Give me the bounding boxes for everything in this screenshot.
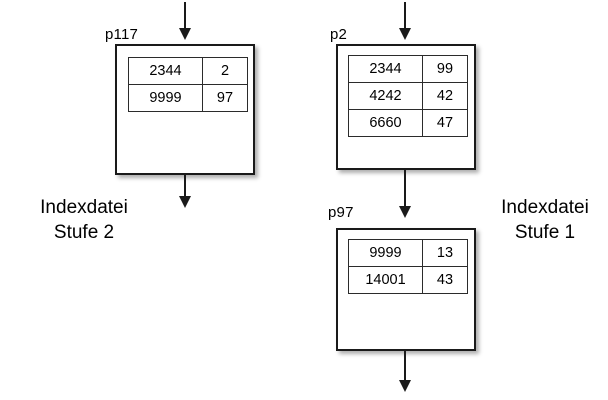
table-row[interactable]: 6660 47 — [348, 109, 468, 137]
table-row[interactable]: 9999 13 — [348, 239, 468, 267]
arrow-shaft — [404, 351, 406, 381]
cell-key: 2344 — [128, 57, 203, 85]
arrow-out-of-p97 — [399, 351, 411, 392]
table-row[interactable]: 4242 42 — [348, 82, 468, 110]
page-label-p2: p2 — [330, 26, 348, 43]
table-row[interactable]: 14001 43 — [348, 266, 468, 294]
arrow-head — [399, 380, 411, 392]
cell-key: 9999 — [128, 84, 203, 112]
cell-pointer: 97 — [202, 84, 248, 112]
arrow-p2-to-p97 — [399, 170, 411, 218]
arrow-head — [399, 206, 411, 218]
arrow-into-p2 — [399, 2, 411, 40]
caption-left-line1: Indexdatei — [40, 197, 128, 218]
arrow-into-p117 — [179, 2, 191, 40]
arrow-shaft — [404, 2, 406, 29]
page-label-p97: p97 — [328, 204, 354, 221]
page-label-p117: p117 — [105, 26, 139, 43]
index-table-p2: 2344 99 4242 42 6660 47 — [348, 55, 468, 137]
caption-right-line2: Stufe 1 — [514, 222, 576, 243]
arrow-shaft — [404, 170, 406, 207]
cell-pointer: 42 — [422, 82, 468, 110]
caption-right-line1: Indexdatei — [501, 197, 589, 218]
table-row[interactable]: 9999 97 — [128, 84, 248, 112]
cell-pointer: 43 — [422, 266, 468, 294]
table-row[interactable]: 2344 2 — [128, 57, 248, 85]
arrow-shaft — [184, 2, 186, 29]
cell-pointer: 2 — [202, 57, 248, 85]
caption-left: Indexdatei Stufe 2 — [14, 195, 154, 245]
caption-right: Indexdatei Stufe 1 — [489, 195, 601, 245]
cell-key: 9999 — [348, 239, 423, 267]
arrow-head — [179, 196, 191, 208]
cell-pointer: 47 — [422, 109, 468, 137]
index-table-p97: 9999 13 14001 43 — [348, 239, 468, 294]
cell-key: 14001 — [348, 266, 423, 294]
index-table-p117: 2344 2 9999 97 — [128, 57, 248, 112]
cell-key: 6660 — [348, 109, 423, 137]
arrow-out-of-p117 — [179, 175, 191, 208]
arrow-shaft — [184, 175, 186, 197]
cell-pointer: 99 — [422, 55, 468, 83]
arrow-head — [399, 28, 411, 40]
cell-pointer: 13 — [422, 239, 468, 267]
cell-key: 2344 — [348, 55, 423, 83]
cell-key: 4242 — [348, 82, 423, 110]
table-row[interactable]: 2344 99 — [348, 55, 468, 83]
arrow-head — [179, 28, 191, 40]
caption-left-line2: Stufe 2 — [53, 222, 115, 243]
